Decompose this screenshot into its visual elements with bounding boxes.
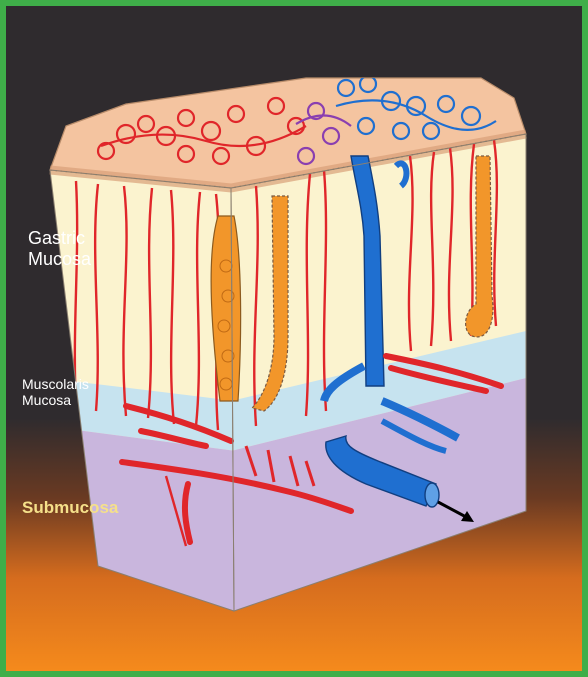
gastric-mucosa-label-line2: Mucosa — [28, 249, 91, 270]
submucosa-label: Submucosa — [22, 498, 118, 518]
muscularis-mucosa-label: Muscolaris Mucosa — [22, 376, 89, 408]
gastric-mucosa-label-line1: Gastric — [28, 228, 91, 249]
muscularis-mucosa-label-line1: Muscolaris — [22, 376, 89, 392]
gastric-mucosa-label: Gastric Mucosa — [28, 228, 91, 269]
muscularis-mucosa-label-line2: Mucosa — [22, 392, 89, 408]
gastric-wall-diagram — [6, 6, 582, 671]
